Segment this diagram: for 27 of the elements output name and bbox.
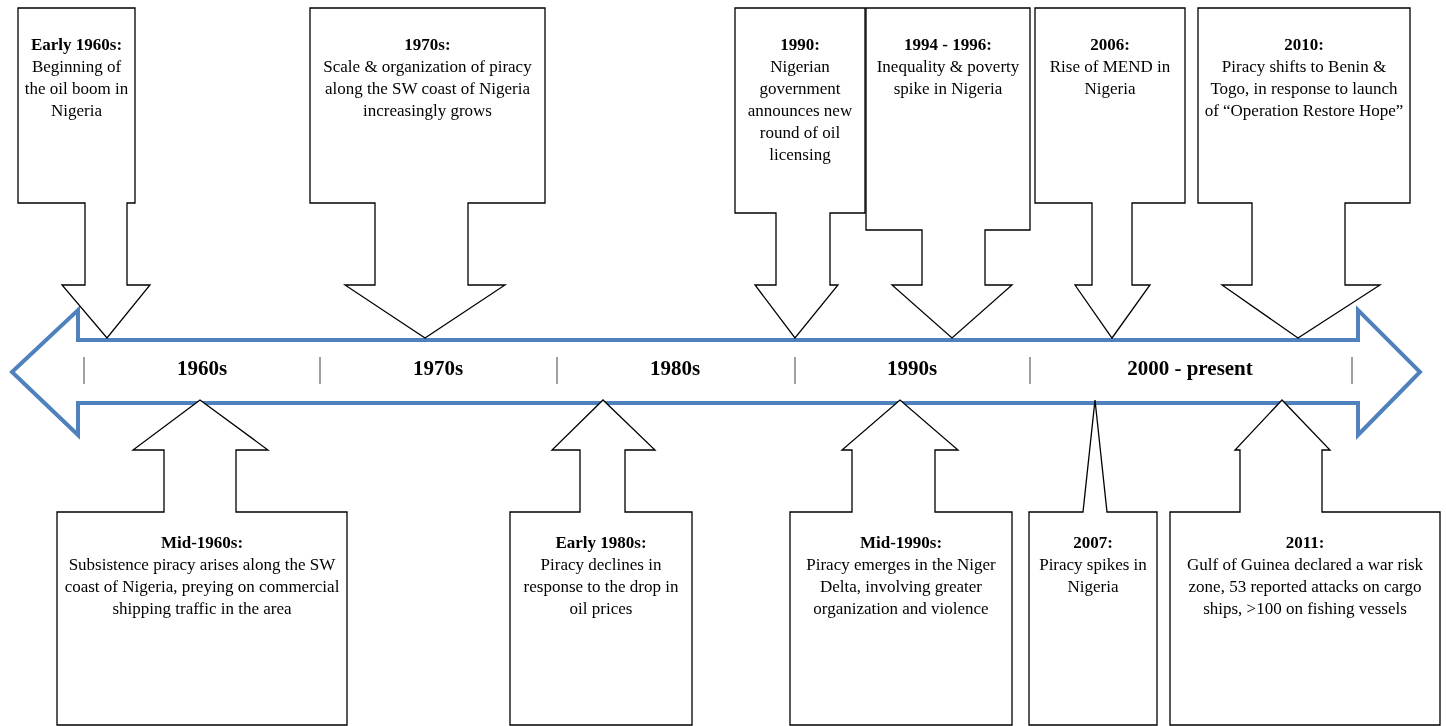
event-date: 1970s: [404, 34, 451, 56]
event-description: Rise of MEND in Nigeria [1048, 56, 1172, 100]
event-description: Subsistence piracy arises along the SW coast of Nigeria, preying on commercial shipping traffic in the area [63, 554, 341, 620]
event-description: Beginning of the oil boom in Nigeria [23, 56, 130, 122]
decade-label: 1980s [649, 355, 701, 381]
decade-label: 1960s [176, 355, 228, 381]
event-date: 2006: [1090, 34, 1130, 56]
event-date: 2010: [1284, 34, 1324, 56]
event-date: Early 1960s: [30, 34, 123, 56]
event-description: Nigerian government announces new round of oil licensing [746, 56, 854, 166]
event-description: Inequality & poverty spike in Nigeria [875, 56, 1021, 100]
event-date: Early 1980s: [555, 532, 647, 554]
event-date: 2011: [1285, 532, 1325, 554]
event-description: Piracy declines in response to the drop in oil prices [522, 554, 680, 620]
event-description: Gulf of Guinea declared a war risk zone, 53 reported attacks on cargo ships, >100 on fishing vessels [1186, 554, 1424, 620]
event-description: Piracy emerges in the Niger Delta, involving greater organization and violence [805, 554, 997, 620]
event-description: Scale & organization of piracy along the SW coast of Nigeria increasingly grows [322, 56, 533, 122]
event-description: Piracy spikes in Nigeria [1038, 554, 1148, 598]
event-date: 1994 - 1996: [904, 34, 992, 56]
decade-label: 2000 - present [1127, 355, 1253, 381]
event-date: 1990: [780, 34, 820, 56]
event-date: Mid-1990s: [859, 532, 943, 554]
decade-label: 1990s [886, 355, 938, 381]
event-date: 2007: [1073, 532, 1113, 554]
event-description: Piracy shifts to Benin & Togo, in response to launch of “Operation Restore Hope” [1203, 56, 1405, 122]
event-date: Mid-1960s: [160, 532, 244, 554]
decade-label: 1970s [412, 355, 464, 381]
